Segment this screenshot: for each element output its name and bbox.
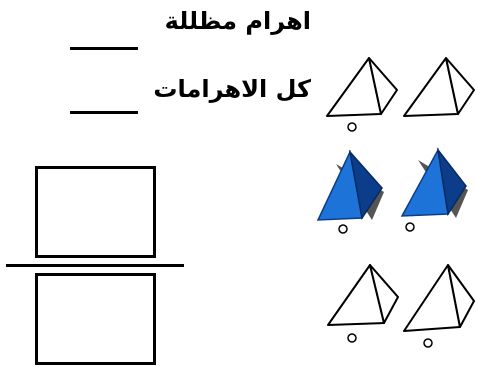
shaded-pyramid-icon (316, 150, 384, 234)
total-count-blank (70, 111, 138, 114)
shaded-pyramids-label: اهرام مظللة (164, 7, 311, 35)
shaded-pyramid-icon (400, 147, 468, 232)
shaded-count-blank (70, 47, 138, 50)
fraction-bar (6, 264, 184, 267)
outline-pyramid-icon (327, 264, 399, 343)
numerator-box (35, 166, 156, 258)
denominator-box (35, 273, 156, 365)
outline-pyramid-icon (403, 264, 475, 348)
outline-pyramid-icon (403, 57, 475, 117)
all-pyramids-label: كل الاهرامات (153, 75, 311, 103)
outline-pyramid-icon (326, 57, 398, 132)
